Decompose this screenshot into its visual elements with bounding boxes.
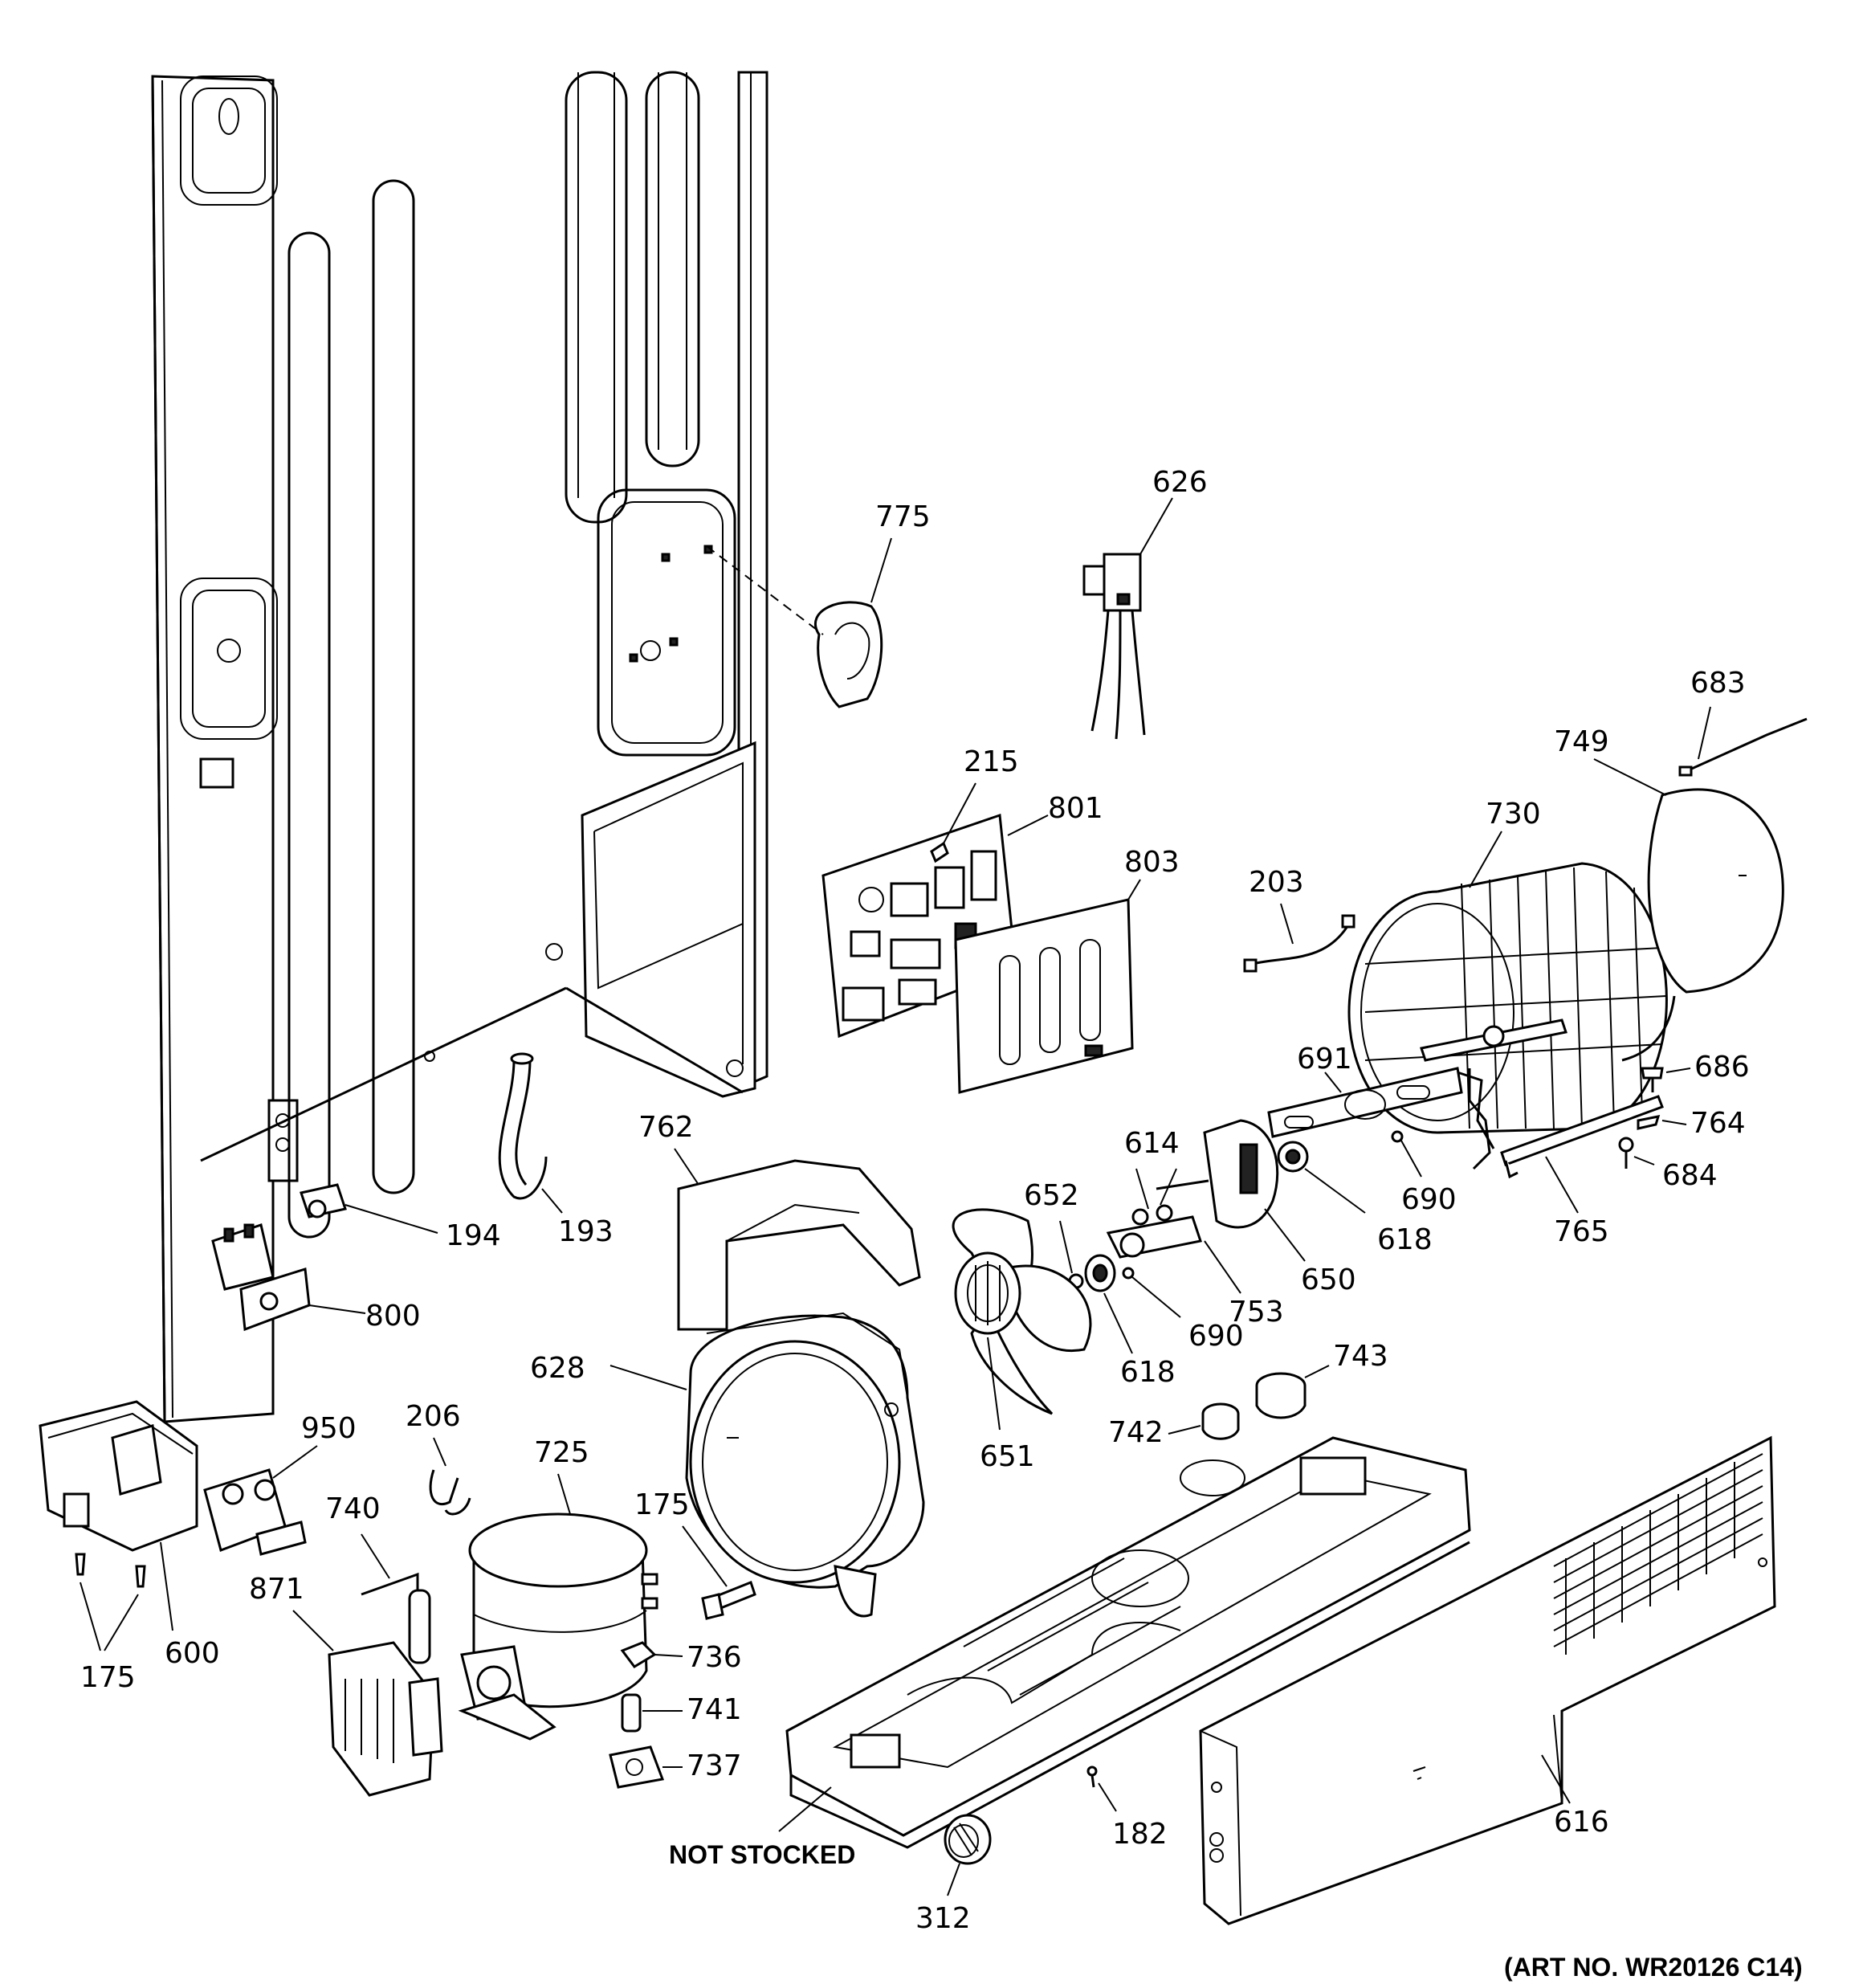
label-736: 736	[687, 1641, 742, 1674]
part-742-grommet: 742	[1108, 1402, 1240, 1449]
part-803-board-cover: 803	[954, 846, 1180, 1094]
condenser-tube-loops	[287, 71, 700, 1239]
label-194: 194	[446, 1219, 501, 1252]
label-743: 743	[1333, 1340, 1388, 1373]
label-737: 737	[687, 1749, 742, 1782]
label-775: 775	[875, 500, 931, 533]
part-800-valve: 800	[211, 1223, 421, 1333]
part-206-clip: 206	[406, 1400, 471, 1516]
label-950: 950	[301, 1412, 357, 1445]
part-762-air-duct: 762	[638, 1111, 921, 1331]
part-193-drain-tube: 193	[498, 1052, 614, 1248]
label-683: 683	[1690, 667, 1746, 700]
label-803: 803	[1124, 846, 1180, 879]
part-194-clip: 194	[300, 1183, 501, 1252]
part-312-wheel: 312	[915, 1814, 992, 1935]
label-206: 206	[406, 1400, 461, 1433]
label-690a: 690	[1401, 1183, 1457, 1216]
part-741-sleeve: 741	[621, 1693, 742, 1733]
label-741: 741	[687, 1693, 742, 1726]
cabinet-back-wall	[151, 75, 299, 1423]
part-765-strap: 765 686 764 684	[1500, 1051, 1750, 1248]
label-684: 684	[1662, 1159, 1718, 1192]
part-652-hub-hardware: 652 618 690	[1024, 1179, 1244, 1389]
label-725: 725	[534, 1436, 589, 1469]
label-652: 652	[1024, 1179, 1079, 1212]
part-175-bolt: 175	[634, 1488, 756, 1620]
label-742: 742	[1108, 1416, 1164, 1449]
part-600-bracket: 600 175	[39, 1400, 220, 1694]
label-650: 650	[1301, 1263, 1356, 1296]
base-pan: NOT STOCKED	[669, 1436, 1471, 1869]
label-175b: 175	[80, 1661, 136, 1694]
part-650-fan-motor: 650 618 690	[1156, 1119, 1457, 1296]
part-737-foot: 737	[609, 1745, 742, 1789]
part-683-wire: 683	[1678, 667, 1808, 777]
part-203-wire: 203	[1243, 866, 1355, 973]
label-614: 614	[1124, 1127, 1180, 1160]
label-628: 628	[530, 1352, 585, 1385]
part-691-bracket: 691	[1267, 1043, 1495, 1149]
label-800: 800	[365, 1300, 421, 1333]
label-690b: 690	[1188, 1320, 1244, 1353]
label-618a: 618	[1377, 1223, 1433, 1256]
part-753-motor-bracket: 614 753	[1106, 1127, 1284, 1329]
label-749: 749	[1554, 725, 1609, 758]
grille-slots	[1553, 1453, 1763, 1655]
label-871: 871	[249, 1573, 304, 1606]
label-764: 764	[1690, 1107, 1746, 1140]
label-203: 203	[1249, 866, 1304, 899]
part-736-grommet: 736	[620, 1641, 742, 1674]
part-725-compressor: 725	[458, 1436, 658, 1741]
label-762: 762	[638, 1111, 694, 1144]
part-616-grille-panel: 616	[1199, 1435, 1776, 1925]
label-730: 730	[1486, 798, 1541, 831]
part-626-connector: 626	[1082, 466, 1208, 740]
label-215: 215	[964, 745, 1019, 778]
label-312: 312	[915, 1902, 971, 1935]
part-775-clamp: 775	[706, 500, 931, 708]
part-743-grommet: 743	[1255, 1340, 1388, 1419]
cabinet-side-panel	[200, 71, 768, 1162]
part-182-screw: 182	[1086, 1766, 1168, 1851]
label-740: 740	[325, 1492, 381, 1525]
label-753: 753	[1229, 1296, 1284, 1329]
label-616: 616	[1554, 1806, 1609, 1839]
label-801: 801	[1048, 792, 1103, 825]
part-628-fan-shroud: 628	[530, 1312, 925, 1618]
label-175a: 175	[634, 1488, 690, 1521]
part-950-water-valve: 950	[203, 1412, 357, 1556]
label-626: 626	[1152, 466, 1208, 499]
label-182: 182	[1112, 1818, 1168, 1851]
not-stocked-note: NOT STOCKED	[669, 1840, 855, 1869]
part-749-shroud-disc: 749	[1554, 725, 1784, 1062]
part-740-dryer: 740	[325, 1492, 431, 1664]
label-193: 193	[558, 1215, 614, 1248]
label-600: 600	[165, 1637, 220, 1670]
label-686: 686	[1694, 1051, 1750, 1084]
part-730-condenser-coil: 730	[1347, 798, 1668, 1170]
label-651: 651	[980, 1440, 1035, 1473]
label-691: 691	[1297, 1043, 1352, 1076]
label-765: 765	[1554, 1215, 1609, 1248]
art-number-note: (ART NO. WR20126 C14)	[1504, 1953, 1803, 1982]
part-651-fan-blade: 651	[952, 1208, 1092, 1473]
part-871-electrical-box: 871	[249, 1573, 443, 1797]
label-618b: 618	[1120, 1356, 1176, 1389]
